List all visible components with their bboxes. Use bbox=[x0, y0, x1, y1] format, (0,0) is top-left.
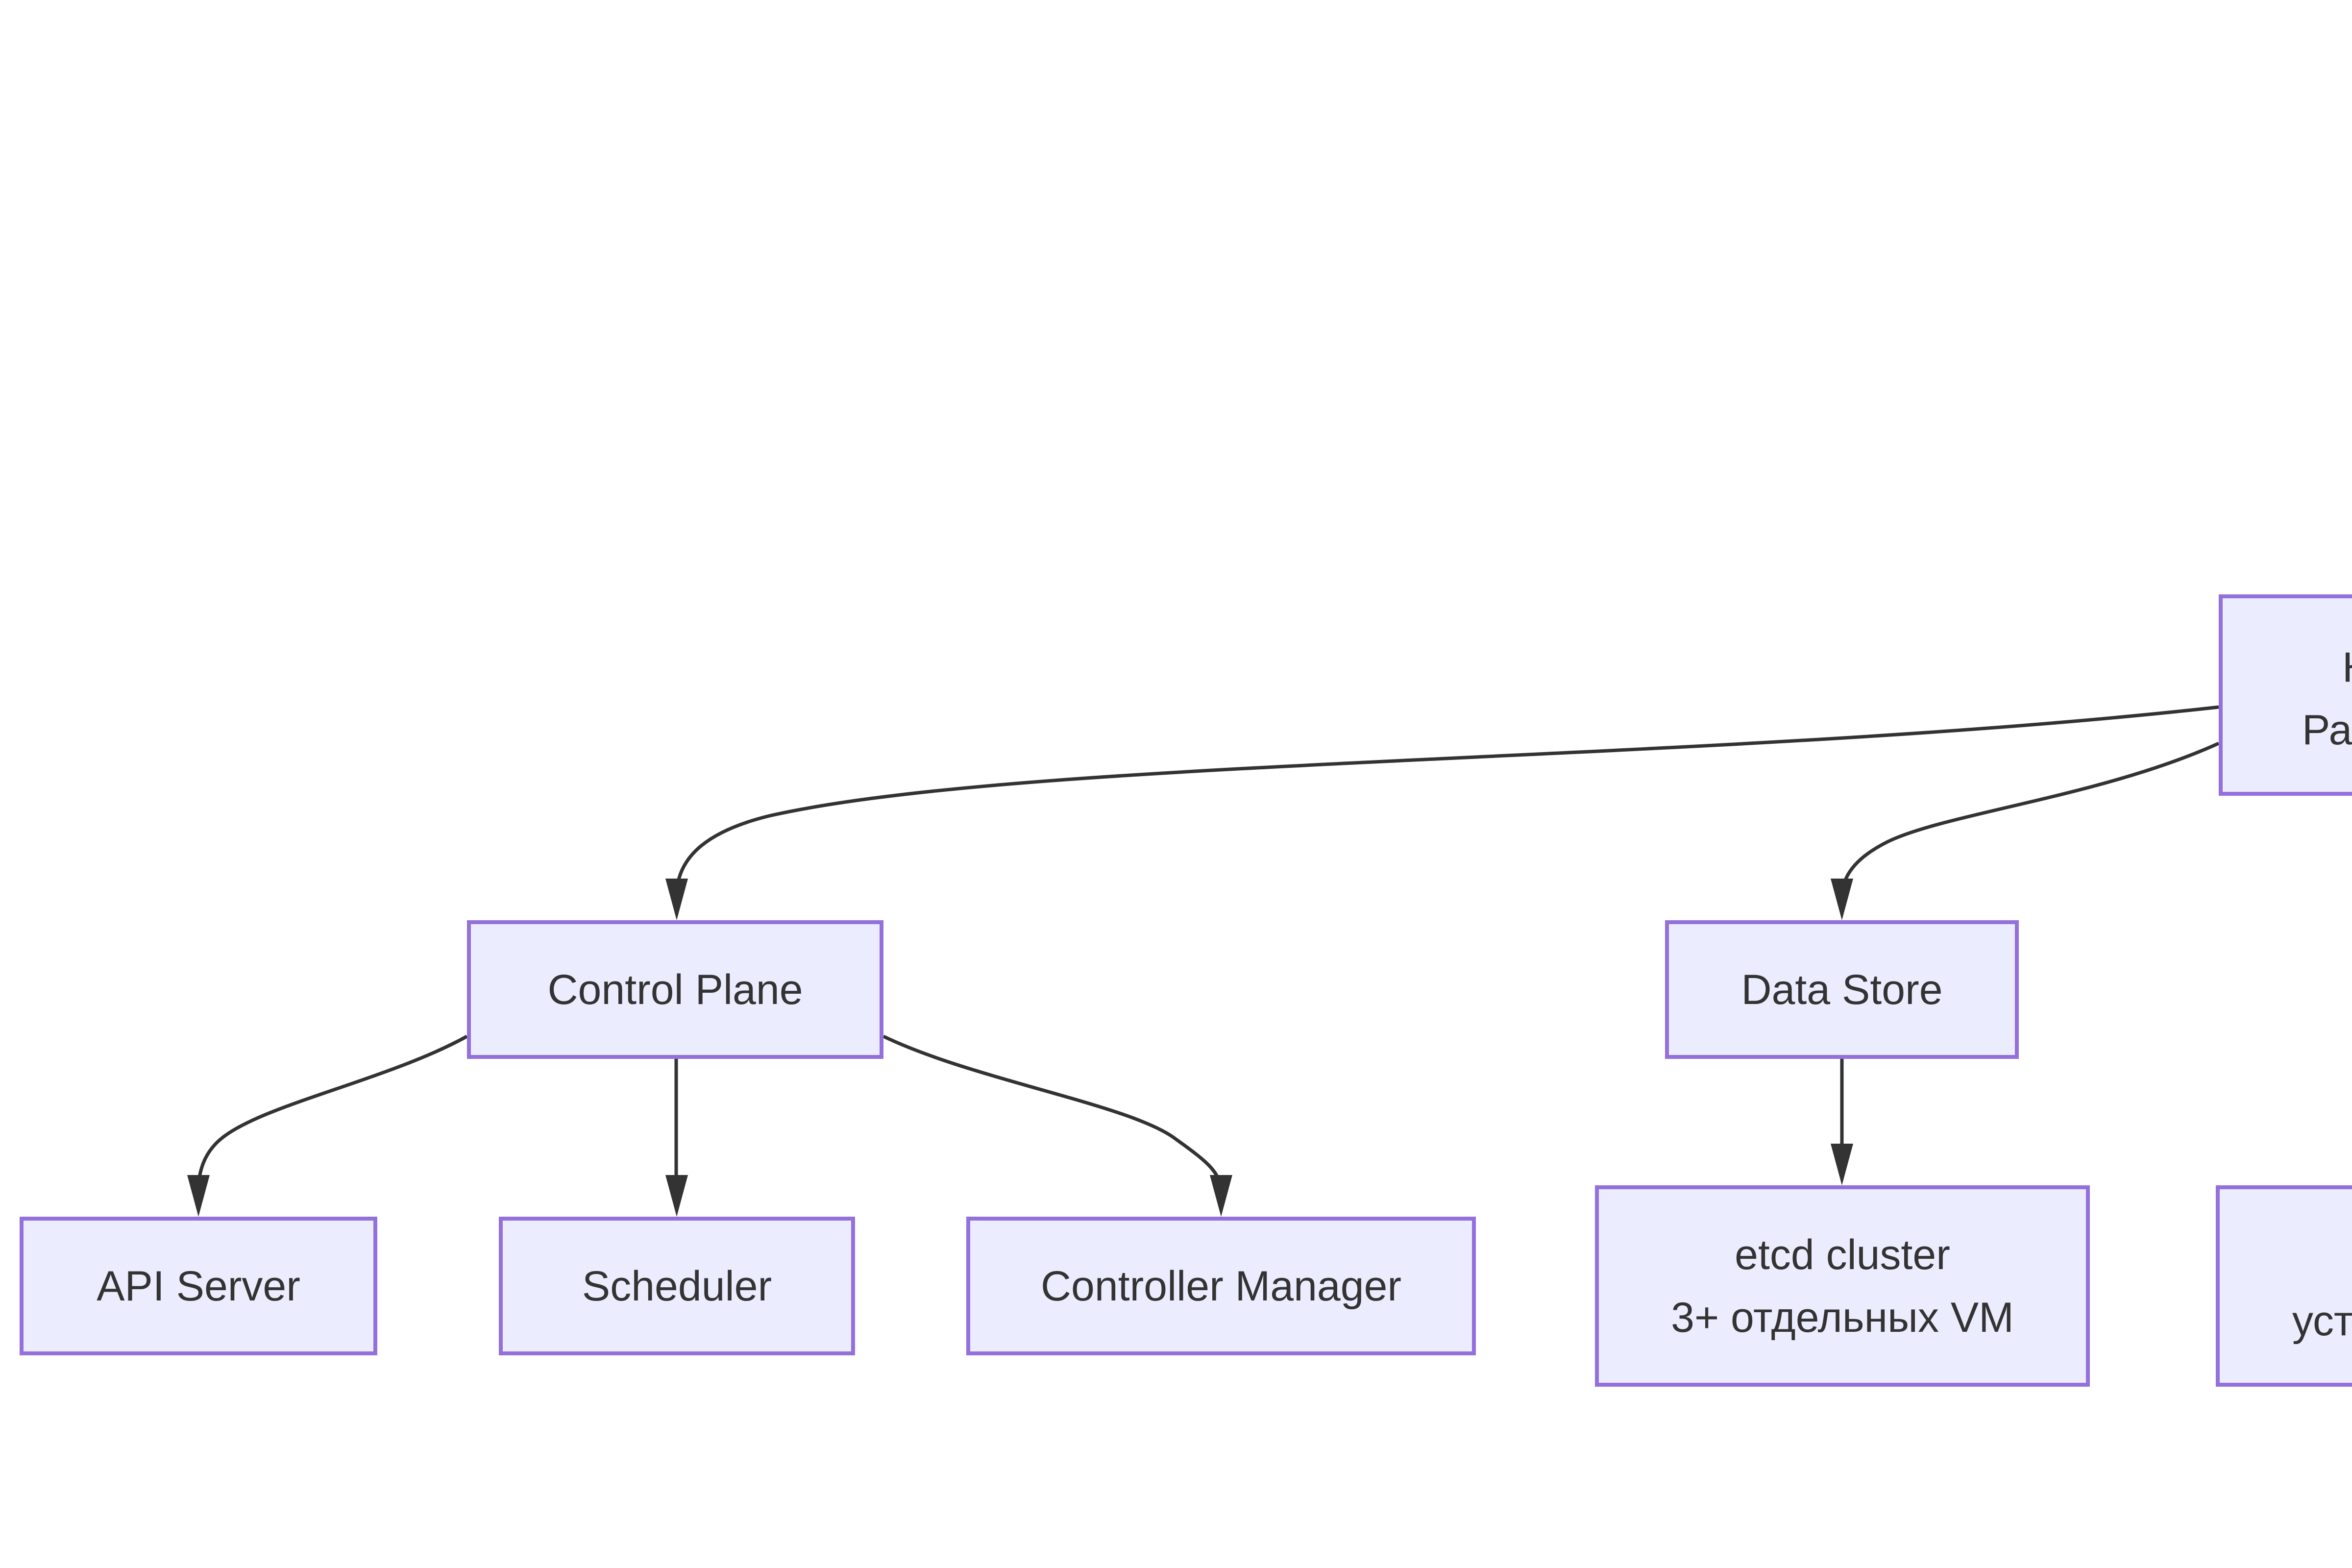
arrowhead-scheduler bbox=[665, 1175, 688, 1217]
node-controller-manager-label: Controller Manager bbox=[1040, 1262, 1402, 1310]
arrowhead-data-store bbox=[1831, 879, 1853, 920]
node-root-line-2: Раз bbox=[2302, 707, 2352, 754]
node-bottom-right-partial-line: уста bbox=[2292, 1298, 2352, 1345]
node-etcd-cluster-line-2: 3+ отдельных VM bbox=[1671, 1294, 2014, 1341]
node-etcd-cluster: etcd cluster 3+ отдельных VM bbox=[1595, 1185, 2090, 1387]
node-etcd-cluster-line-1: etcd cluster bbox=[1735, 1231, 1950, 1278]
edge-control-plane-to-api-server bbox=[196, 1034, 468, 1189]
arrowhead-controller-manager bbox=[1210, 1175, 1232, 1217]
node-bottom-right-partial: уста bbox=[2216, 1185, 2352, 1387]
node-api-server-label: API Server bbox=[97, 1262, 300, 1310]
arrowhead-control-plane bbox=[665, 879, 688, 920]
node-controller-manager: Controller Manager bbox=[966, 1217, 1476, 1355]
node-root-partial: К Раз bbox=[2219, 594, 2352, 796]
edge-root-to-control-plane bbox=[675, 705, 2219, 892]
node-control-plane-label: Control Plane bbox=[547, 966, 803, 1013]
node-scheduler: Scheduler bbox=[499, 1217, 855, 1355]
node-data-store: Data Store bbox=[1665, 920, 2019, 1059]
node-data-store-label: Data Store bbox=[1741, 966, 1943, 1013]
node-control-plane: Control Plane bbox=[467, 920, 883, 1059]
edge-control-plane-to-controller-manager bbox=[882, 1034, 1223, 1189]
arrowhead-etcd-cluster bbox=[1831, 1144, 1853, 1185]
arrowhead-api-server bbox=[187, 1175, 210, 1217]
node-api-server: API Server bbox=[20, 1217, 377, 1355]
node-scheduler-label: Scheduler bbox=[582, 1262, 772, 1310]
edge-root-to-data-store bbox=[1840, 741, 2220, 892]
node-root-line-1: К bbox=[2342, 636, 2352, 699]
